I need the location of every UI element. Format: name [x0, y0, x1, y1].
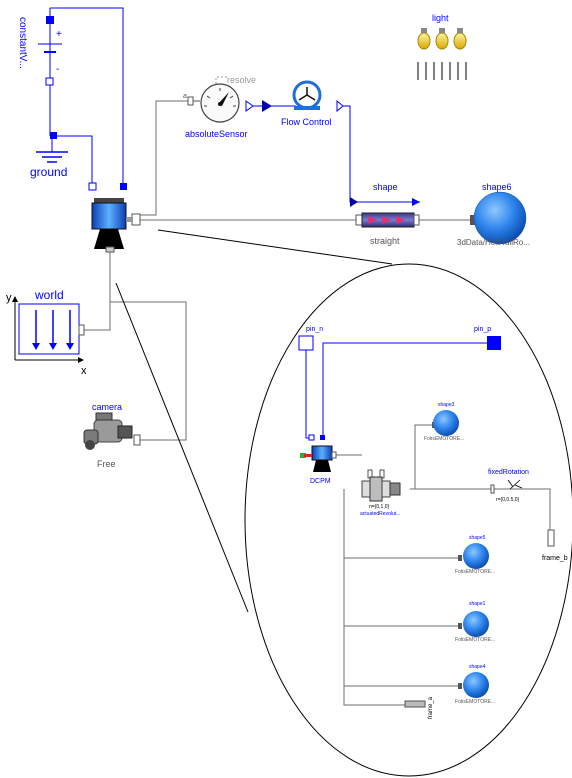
- battery-minus-label: -: [56, 64, 59, 75]
- ground-icon[interactable]: ground: [30, 132, 68, 179]
- frame-a[interactable]: frame_a: [404, 696, 434, 719]
- camera-label: camera: [92, 402, 122, 412]
- absolute-sensor[interactable]: a resolve absoluteSensor: [183, 75, 256, 139]
- absolute-sensor-label: absoluteSensor: [185, 129, 248, 139]
- constant-voltage-label: constantV...: [17, 17, 28, 69]
- sphere-icon: [473, 191, 527, 245]
- ground-label: ground: [30, 165, 67, 179]
- dc-motor-icon: [311, 445, 333, 461]
- shape-bar-icon[interactable]: straight: [355, 212, 420, 246]
- battery-plus-label: +: [56, 29, 62, 40]
- zoom-callout: [115, 229, 572, 777]
- actuated-revolute-label: actuatedRevolut...: [360, 511, 400, 517]
- dc-motor-main[interactable]: [88, 182, 141, 253]
- light-bulb-base: [439, 28, 445, 33]
- sphere-icon: [433, 410, 459, 436]
- dcpm-label: DCPM: [310, 478, 331, 485]
- frame-b-label: frame_b: [542, 555, 568, 562]
- frame-b[interactable]: frame_b: [542, 529, 568, 562]
- fotis-label-3: FotisEMOTORE...: [455, 637, 495, 643]
- fotis-label-4: FotisEMOTORE...: [455, 699, 495, 705]
- flow-control-label: Flow Control: [281, 117, 332, 127]
- shape3-sphere[interactable]: shape3 FotisEMOTORE...: [424, 402, 464, 442]
- world-x-label: x: [81, 365, 87, 377]
- light-bulbs-icon[interactable]: light: [417, 13, 467, 80]
- pin-n-label: pin_n: [306, 326, 323, 333]
- shape1-label: shape1: [469, 601, 486, 607]
- world-label: world: [34, 288, 64, 302]
- light-bulb-base: [457, 28, 463, 33]
- camera-icon[interactable]: camera Free: [83, 402, 141, 469]
- shape4-label: shape4: [469, 664, 486, 670]
- flow-control[interactable]: Flow Control: [281, 80, 344, 127]
- r-vector-label: r={0,0.5,0}: [496, 497, 520, 503]
- shape6-label: shape6: [482, 182, 512, 192]
- shape5-label: shape5: [469, 535, 486, 541]
- shape-label: shape: [373, 182, 398, 192]
- light-bulb-base: [421, 28, 427, 33]
- pin-p[interactable]: pin_p: [474, 326, 501, 350]
- light-bulb: [435, 32, 449, 50]
- pin-n[interactable]: pin_n: [298, 326, 323, 351]
- fotis-label-1: FotisEMOTORE...: [424, 436, 464, 442]
- sphere-icon: [463, 611, 489, 637]
- shape5-sphere[interactable]: shape5 FotisEMOTORE...: [455, 535, 495, 575]
- sensor-a-label: a: [183, 93, 187, 100]
- world-axes-icon[interactable]: world y x: [6, 288, 87, 377]
- n-vector-label: n={0,1,0}: [369, 504, 389, 510]
- frame-a-label: frame_a: [428, 696, 434, 719]
- revolute-joint-icon[interactable]: n={0,1,0} actuatedRevolut...: [360, 469, 401, 517]
- shape1-sphere[interactable]: shape1 FotisEMOTORE...: [455, 601, 495, 643]
- signal-arrow-icon: [262, 100, 272, 112]
- shape6-sphere[interactable]: shape6 3dData/Heli/TailRo...: [457, 182, 530, 247]
- dcpm-motor[interactable]: DCPM: [300, 434, 337, 485]
- light-bulb: [417, 32, 431, 50]
- world-y-label: y: [6, 292, 12, 304]
- pin-p-label: pin_p: [474, 326, 491, 333]
- shape4-sphere[interactable]: shape4 FotisEMOTORE...: [455, 664, 495, 705]
- fixed-rotation[interactable]: fixedRotation r={0,0.5,0}: [488, 469, 529, 503]
- rotation-axes-icon: [507, 479, 523, 490]
- shape-arrow[interactable]: shape: [350, 182, 420, 207]
- light-label: light: [432, 13, 449, 23]
- shape3-label: shape3: [438, 402, 455, 408]
- free-label: Free: [97, 459, 116, 469]
- tail-rotor-label: 3dData/Heli/TailRo...: [457, 238, 530, 247]
- dc-motor-icon: [91, 202, 127, 230]
- wires-inset: [305, 342, 551, 706]
- sphere-icon: [463, 543, 489, 569]
- sphere-icon: [463, 672, 489, 698]
- fotis-label-2: FotisEMOTORE...: [455, 569, 495, 575]
- fixed-rotation-label: fixedRotation: [488, 469, 529, 476]
- straight-label: straight: [370, 236, 400, 246]
- light-bulb: [453, 32, 467, 50]
- constant-voltage-source[interactable]: + - constantV...: [17, 16, 62, 136]
- resolve-label: resolve: [227, 75, 256, 85]
